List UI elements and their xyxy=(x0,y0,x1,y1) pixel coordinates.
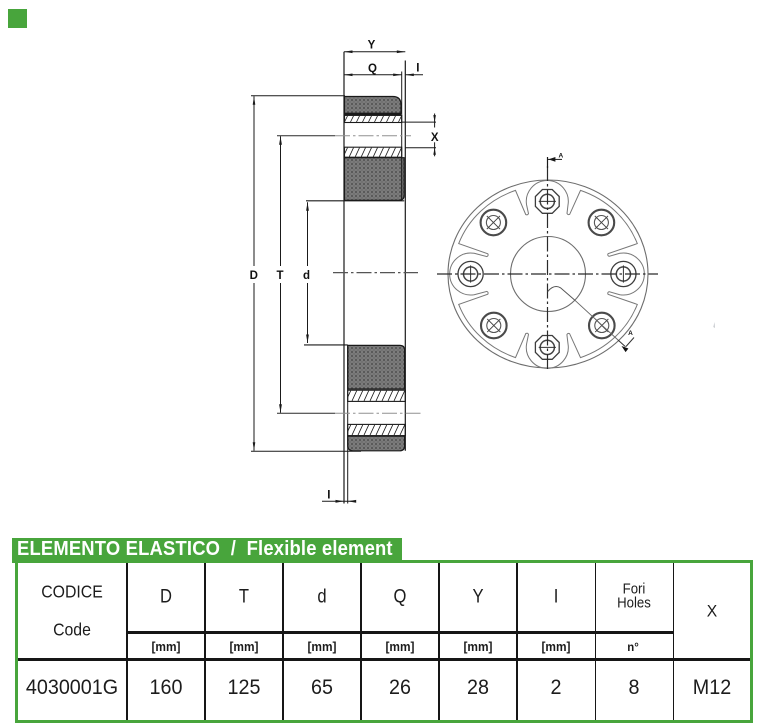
svg-text:Q: Q xyxy=(368,63,377,75)
svg-text:A: A xyxy=(558,153,563,160)
svg-text:I: I xyxy=(327,489,330,501)
svg-text:T: T xyxy=(276,270,283,282)
svg-text:X: X xyxy=(431,132,439,144)
svg-text:A: A xyxy=(628,330,633,337)
svg-text:D: D xyxy=(250,270,258,282)
svg-text:I: I xyxy=(416,63,419,75)
svg-text:d: d xyxy=(303,270,310,282)
svg-text:Y: Y xyxy=(368,39,376,51)
